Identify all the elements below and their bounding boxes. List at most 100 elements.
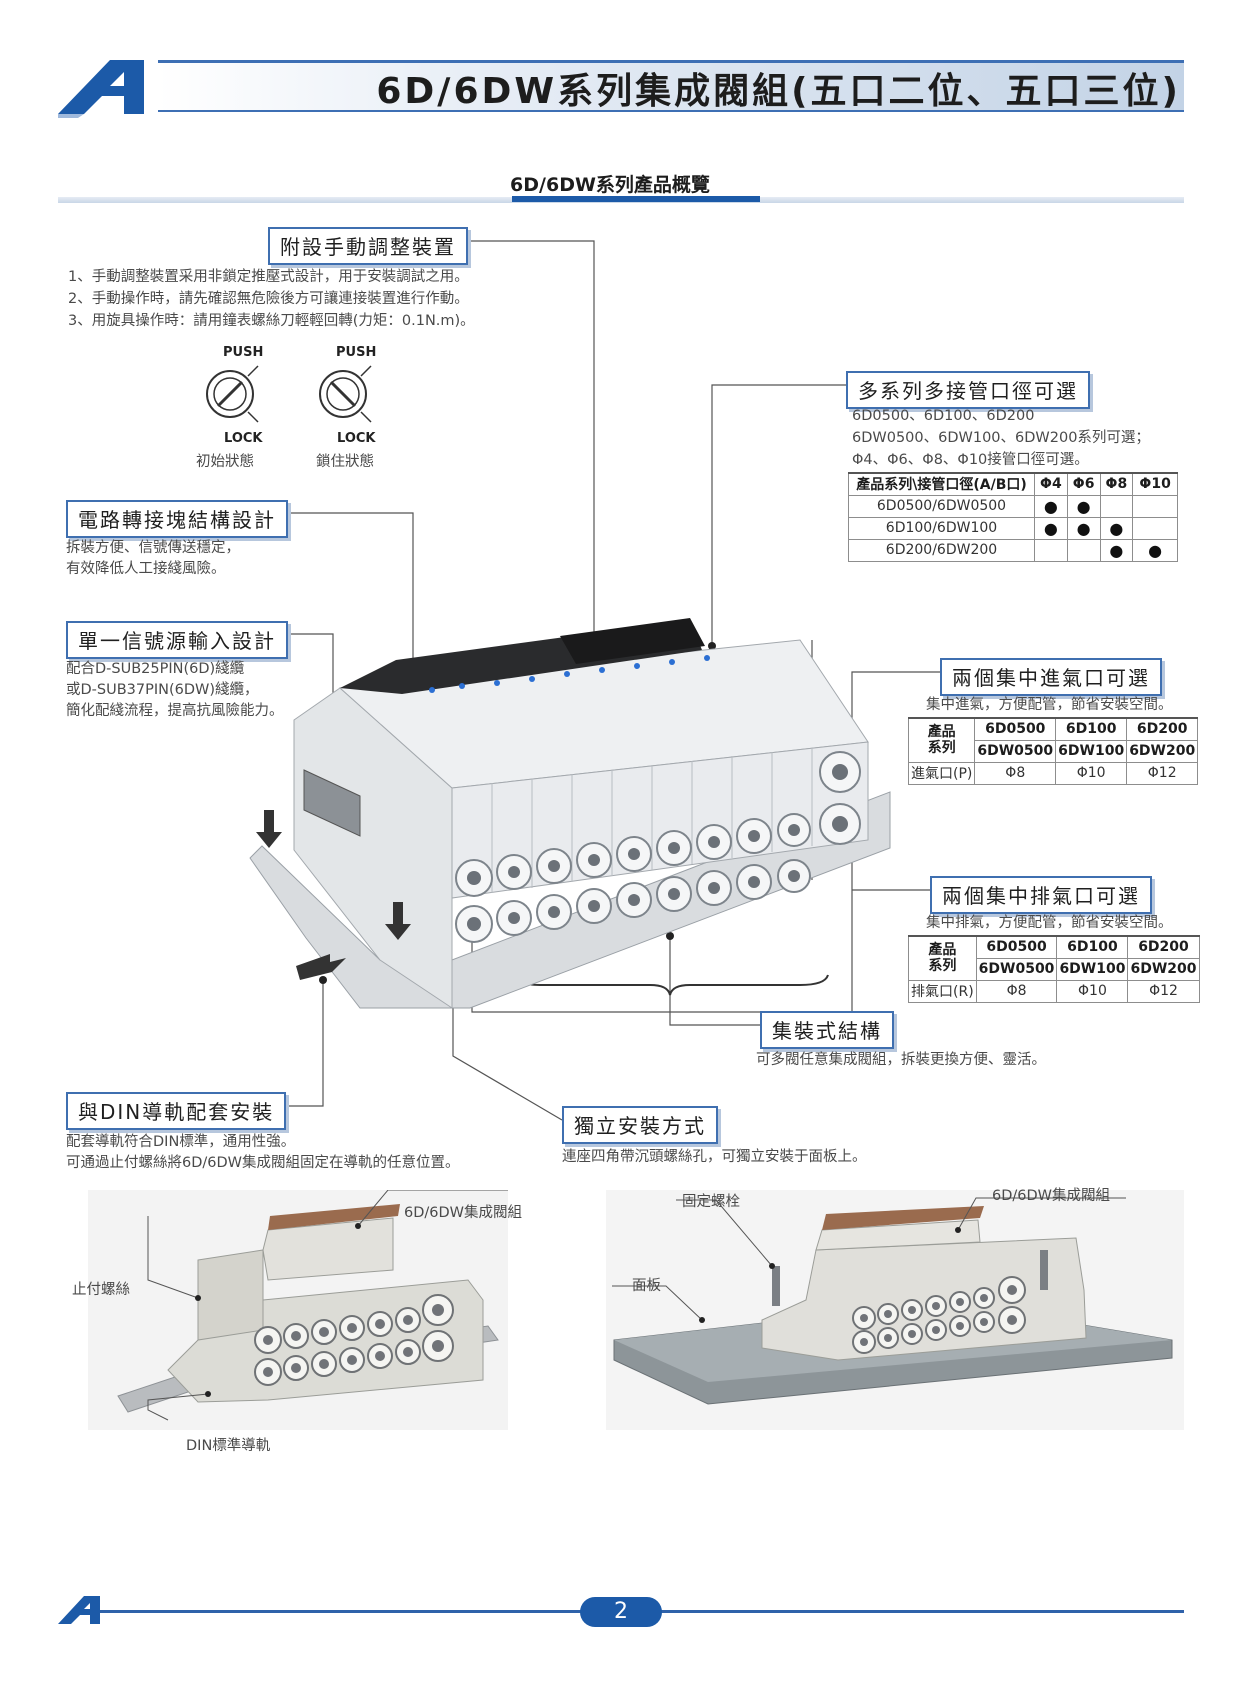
manifold-body	[249, 618, 891, 1009]
pipe-table-header-4: Φ4	[1034, 472, 1068, 496]
exhaust-table-bottom-1: 6DW0500	[975, 957, 1058, 981]
table-row: 進氣口(P) Φ8 Φ10 Φ12	[907, 761, 1199, 785]
dial-lock-label-2: LOCK	[337, 431, 376, 446]
dual-inlet-desc: 集中進氣，方便配管，節省安裝空間。	[926, 697, 1173, 713]
independent-label: 獨立安裝方式	[562, 1106, 718, 1144]
pipe-table-row-name: 6D0500/6DW0500	[848, 494, 1035, 518]
photo-right-bolt-callout: 固定螺栓	[682, 1194, 740, 1210]
single-signal-line-2: 或D-SUB37PIN(6DW)綫纜，	[66, 682, 259, 698]
photo-left-screw-callout: 止付螺絲	[72, 1282, 130, 1298]
inlet-table: 產品系列 6D0500 6D100 6D200 6DW0500 6DW100 6…	[907, 717, 1199, 785]
multi-series-line-2: 6DW0500、6DW100、6DW200系列可選；	[852, 430, 1150, 446]
inlet-table-top-2: 6D100	[1055, 717, 1128, 741]
pipe-size-table: 產品系列\接管口徑(A/B口) Φ4 Φ6 Φ8 Φ10 6D0500/6DW0…	[848, 472, 1178, 562]
din-rail-line-2: 可通過止付螺絲將6D/6DW集成閥組固定在導軌的任意位置。	[66, 1155, 460, 1171]
exhaust-table-value: Φ10	[1056, 979, 1129, 1003]
footer-logo-icon	[58, 1596, 100, 1624]
inlet-table-value: Φ8	[974, 761, 1057, 785]
din-rail-line-1: 配套導軌符合DIN標準，通用性強。	[66, 1134, 296, 1150]
manual-device-label: 附設手動調整裝置	[268, 227, 468, 265]
pipe-table-cell: ●	[1066, 494, 1101, 518]
dual-exhaust-label: 兩個集中排氣口可選	[930, 876, 1152, 914]
exhaust-table-top-3: 6D200	[1127, 935, 1200, 959]
inlet-table-row-label: 進氣口(P)	[907, 761, 976, 785]
assembly-desc: 可多閥任意集成閥組，拆裝更換方便、靈活。	[756, 1052, 1046, 1068]
photo-right-manifold-callout: 6D/6DW集成閥組	[992, 1188, 1111, 1204]
pipe-table-header-10: Φ10	[1132, 472, 1178, 496]
single-signal-line-3: 簡化配綫流程，提高抗風險能力。	[66, 703, 284, 719]
photo-right-panel-callout: 面板	[632, 1278, 661, 1294]
exhaust-table-top-1: 6D0500	[975, 935, 1058, 959]
inlet-table-bottom-2: 6DW100	[1055, 739, 1128, 763]
header-band	[158, 60, 1184, 112]
table-row: 排氣口(R) Φ8 Φ10 Φ12	[908, 979, 1200, 1003]
page-title: 6D/6DW系列集成閥組(五口二位、五口三位)	[376, 71, 1181, 112]
independent-desc: 連座四角帶沉頭螺絲孔，可獨立安裝于面板上。	[562, 1149, 867, 1165]
pipe-table-cell	[1034, 538, 1068, 562]
inlet-table-top-3: 6D200	[1126, 717, 1199, 741]
dial-state-initial: 初始狀態	[196, 454, 254, 470]
exhaust-table-top-2: 6D100	[1056, 935, 1129, 959]
manual-dial-initial	[206, 365, 259, 423]
pipe-table-cell: ●	[1099, 516, 1134, 540]
manual-device-line-1: 1、手動調整裝置采用非鎖定推壓式設計，用于安裝調試之用。	[68, 269, 469, 285]
pipe-table-cell: ●	[1066, 516, 1101, 540]
dual-exhaust-desc: 集中排氣，方便配管，節省安裝空間。	[926, 915, 1173, 931]
inlet-table-header: 產品系列	[907, 717, 976, 763]
exhaust-table: 產品系列 6D0500 6D100 6D200 6DW0500 6DW100 6…	[908, 935, 1200, 1003]
inlet-table-bottom-3: 6DW200	[1126, 739, 1199, 763]
din-rail-photo	[88, 1190, 508, 1430]
pipe-table-cell: ●	[1099, 538, 1134, 562]
single-signal-label: 單一信號源輸入設計	[66, 621, 288, 659]
pipe-table-cell	[1132, 494, 1178, 518]
single-signal-line-1: 配合D-SUB25PIN(6D)綫纜	[66, 661, 245, 677]
exhaust-table-bottom-3: 6DW200	[1127, 957, 1200, 981]
dial-state-locked: 鎖住狀態	[316, 454, 374, 470]
din-rail-label: 與DIN導軌配套安裝	[66, 1092, 287, 1130]
assembly-label: 集裝式結構	[760, 1011, 894, 1049]
circuit-block-line-1: 拆裝方便、信號傳送穩定，	[66, 540, 240, 556]
inlet-table-h2: 系列	[927, 740, 956, 757]
exhaust-table-value: Φ8	[975, 979, 1058, 1003]
multi-series-label: 多系列多接管口徑可選	[846, 371, 1090, 409]
inlet-table-h1: 產品	[927, 724, 956, 741]
brand-logo-icon	[58, 60, 144, 118]
pipe-table-cell: ●	[1132, 538, 1178, 562]
circuit-block-label: 電路轉接塊結構設計	[66, 500, 288, 538]
manual-device-line-3: 3、用旋具操作時：請用鐘表螺絲刀輕輕回轉(力矩：0.1N.m)。	[68, 313, 475, 329]
exhaust-table-value: Φ12	[1127, 979, 1200, 1003]
exhaust-table-row-label: 排氣口(R)	[908, 979, 977, 1003]
page-number: 2	[580, 1597, 662, 1627]
pipe-table-row-name: 6D200/6DW200	[848, 538, 1035, 562]
photo-left-manifold-callout: 6D/6DW集成閥組	[404, 1205, 523, 1221]
panel-mount-photo	[606, 1190, 1184, 1430]
table-row: 6D200/6DW200 ● ●	[848, 538, 1178, 562]
manual-device-line-2: 2、手動操作時，請先確認無危險後方可讓連接裝置進行作動。	[68, 291, 469, 307]
exhaust-table-h2: 系列	[928, 958, 957, 975]
pipe-table-cell	[1066, 538, 1101, 562]
section-rule-accent	[512, 196, 760, 202]
multi-series-line-1: 6D0500、6D100、6D200	[852, 408, 1035, 424]
pipe-table-header-8: Φ8	[1099, 472, 1134, 496]
pipe-table-cell	[1099, 494, 1134, 518]
circuit-block-line-2: 有效降低人工接綫風險。	[66, 561, 226, 577]
section-title: 6D/6DW系列產品概覽	[510, 174, 710, 196]
pipe-table-header-series: 產品系列\接管口徑(A/B口)	[848, 472, 1035, 496]
pipe-table-cell: ●	[1034, 516, 1068, 540]
photo-left-rail-callout: DIN標準導軌	[186, 1438, 271, 1454]
inlet-table-top-1: 6D0500	[974, 717, 1057, 741]
inlet-table-value: Φ10	[1055, 761, 1128, 785]
dial-push-label-1: PUSH	[223, 345, 264, 360]
multi-series-line-3: Φ4、Φ6、Φ8、Φ10接管口徑可選。	[852, 452, 1089, 468]
pipe-table-cell	[1132, 516, 1178, 540]
pipe-table-cell: ●	[1034, 494, 1068, 518]
table-row: 6D0500/6DW0500 ● ●	[848, 494, 1178, 518]
pipe-table-row-name: 6D100/6DW100	[848, 516, 1035, 540]
dual-inlet-label: 兩個集中進氣口可選	[940, 658, 1162, 696]
table-row: 6D100/6DW100 ● ● ●	[848, 516, 1178, 540]
dial-lock-label-1: LOCK	[224, 431, 263, 446]
exhaust-table-header: 產品系列	[908, 935, 977, 981]
inlet-table-bottom-1: 6DW0500	[974, 739, 1057, 763]
exhaust-table-bottom-2: 6DW100	[1056, 957, 1129, 981]
exhaust-table-h1: 產品	[928, 942, 957, 959]
